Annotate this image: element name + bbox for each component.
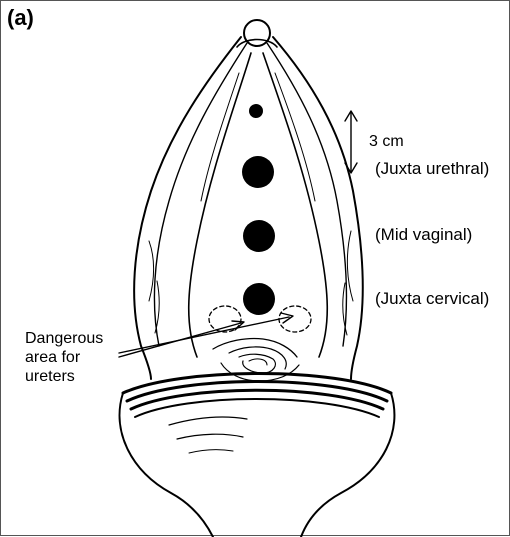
site-dot-mid-vaginal: [243, 220, 275, 252]
danger-label-line: area for: [25, 348, 115, 367]
danger-zone-right: [279, 306, 311, 332]
outer-fold-right-inner: [267, 43, 346, 346]
bowl-line-2: [177, 434, 243, 439]
bowl-line-3: [189, 450, 233, 453]
bowl-line-1: [169, 417, 247, 425]
cervix-fold-2: [229, 347, 286, 369]
urethral-meatus: [244, 20, 270, 46]
danger-area-label: Dangerous area for ureters: [25, 329, 115, 386]
site-dot-juxta-cervical: [243, 283, 275, 315]
vaginal-wall-left: [189, 53, 251, 357]
site-label-juxta-urethral: (Juxta urethral): [375, 159, 489, 179]
panel-label: (a): [7, 5, 34, 31]
speculum-band-4: [135, 399, 379, 417]
site-dot-small: [249, 104, 263, 118]
distance-label: 3 cm: [369, 133, 404, 151]
site-label-mid-vaginal: (Mid vaginal): [375, 225, 472, 245]
cervix-fold-5: [221, 363, 299, 381]
speculum-bowl-right: [301, 393, 394, 537]
danger-label-line: ureters: [25, 367, 115, 386]
cervix-fold-3: [239, 354, 275, 373]
outer-fold-right: [273, 37, 363, 379]
speculum-bowl-left: [120, 393, 213, 537]
site-dot-juxta-urethral: [242, 156, 274, 188]
cervix-fold-4: [249, 359, 267, 365]
outer-fold-left-inner: [154, 43, 247, 346]
wall-crease-right: [275, 73, 315, 201]
wall-crease-left: [201, 73, 239, 201]
site-label-juxta-cervical: (Juxta cervical): [375, 289, 489, 309]
danger-label-line: Dangerous: [25, 329, 115, 348]
